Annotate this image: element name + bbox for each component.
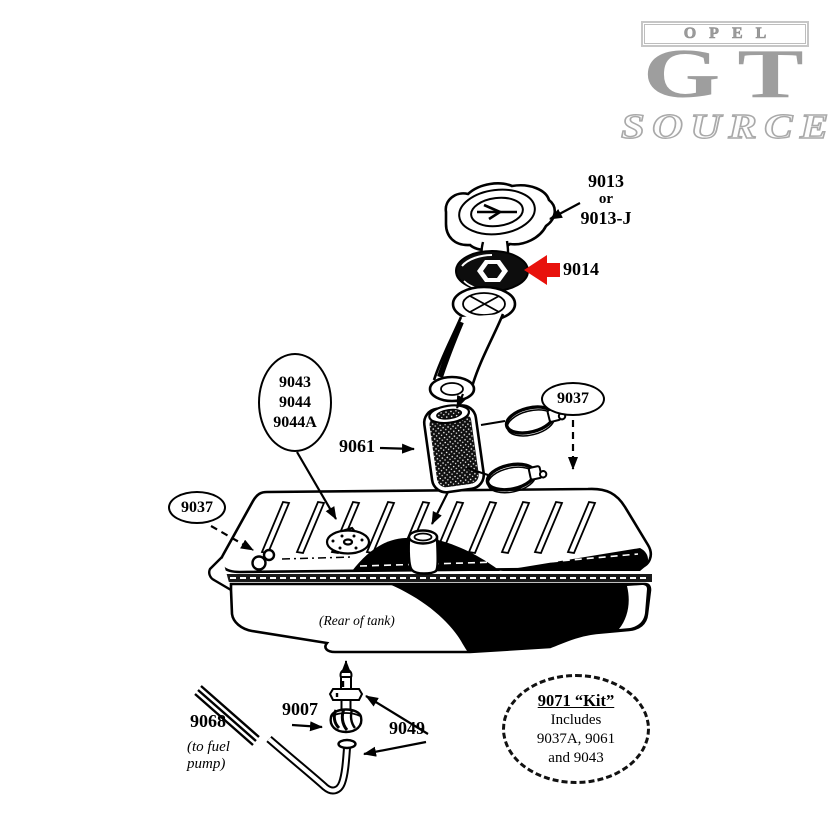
leader-arrows bbox=[210, 202, 581, 757]
bubble-9037-right: 9037 bbox=[541, 382, 605, 416]
label-9037-left: 9037 bbox=[181, 498, 213, 516]
fuel-hose-drawing bbox=[194, 685, 260, 746]
logo-source: SOURCE bbox=[620, 107, 836, 146]
note-to-fuel-line1: (to fuel bbox=[187, 739, 230, 755]
hose-to-stub-arrow bbox=[431, 491, 449, 525]
hose-label-arrow bbox=[379, 443, 415, 454]
bubble-9037-left: 9037 bbox=[168, 491, 226, 524]
kit-bubble-9071: 9071 “Kit” Includes 9037A, 9061 and 9043 bbox=[502, 674, 650, 784]
label-9043: 9043 bbox=[279, 373, 311, 391]
gas-cap-drawing bbox=[444, 182, 556, 264]
pickup-pipe-drawing bbox=[266, 735, 357, 795]
note-rear-of-tank: (Rear of tank) bbox=[319, 613, 395, 628]
filler-stub-drawing bbox=[407, 529, 439, 575]
red-highlight-arrow bbox=[524, 255, 560, 285]
hose-clamp-lower-drawing bbox=[485, 462, 548, 494]
label-9013j-number: 9013-J bbox=[580, 208, 632, 228]
label-9037-right: 9037 bbox=[557, 390, 589, 407]
pickup-label-arrow-up bbox=[365, 695, 429, 735]
cap-emblem bbox=[477, 203, 517, 221]
logo-opel-inner-frame: OPEL bbox=[644, 24, 806, 44]
label-9068: 9068 bbox=[190, 711, 226, 731]
label-9044: 9044 bbox=[279, 393, 311, 411]
label-9013: 9013 or 9013-J bbox=[558, 171, 654, 229]
note-to-fuel-line2: pump) bbox=[187, 756, 226, 772]
kit-title: 9071 “Kit” bbox=[537, 690, 615, 710]
fuel-tank-drawing bbox=[208, 487, 652, 654]
connector-hose-drawing bbox=[422, 404, 486, 494]
kit-line2: 9037A, 9061 bbox=[536, 730, 616, 747]
kit-line1: Includes bbox=[550, 711, 602, 728]
vent-clamp-drawing bbox=[251, 548, 276, 571]
cap-leader-arrow bbox=[549, 202, 581, 220]
grommet-label-arrow bbox=[291, 721, 323, 732]
label-9014: 9014 bbox=[563, 259, 599, 279]
fuel-sender-drawing bbox=[325, 526, 371, 555]
sender-leader-arrow bbox=[296, 451, 337, 520]
clamp-connector-lines bbox=[466, 420, 506, 476]
note-to-fuel-pump: (to fuel pump) bbox=[187, 739, 230, 773]
logo-gt: GT bbox=[643, 36, 821, 113]
pickup-label-arrow-down bbox=[363, 740, 427, 757]
clamp-left-dashed-arrow bbox=[210, 525, 254, 551]
label-9061: 9061 bbox=[339, 436, 375, 456]
bubble-9043-9044-9044a: 9043 9044 9044A bbox=[258, 353, 332, 452]
label-9049: 9049 bbox=[389, 718, 425, 738]
label-9013-or: or bbox=[598, 191, 614, 207]
label-9007: 9007 bbox=[282, 699, 318, 719]
grommet-drawing bbox=[329, 708, 363, 734]
logo-opel-badge: OPEL bbox=[641, 21, 809, 47]
label-9013-number: 9013 bbox=[588, 171, 624, 191]
kit-line3: and 9043 bbox=[548, 749, 604, 766]
neck-to-hose-arrow bbox=[455, 393, 467, 409]
cap-gasket-drawing bbox=[455, 250, 529, 292]
logo-opel-text: OPEL bbox=[683, 25, 780, 43]
filler-neck-drawing bbox=[428, 285, 517, 403]
label-9044a: 9044A bbox=[273, 413, 317, 431]
